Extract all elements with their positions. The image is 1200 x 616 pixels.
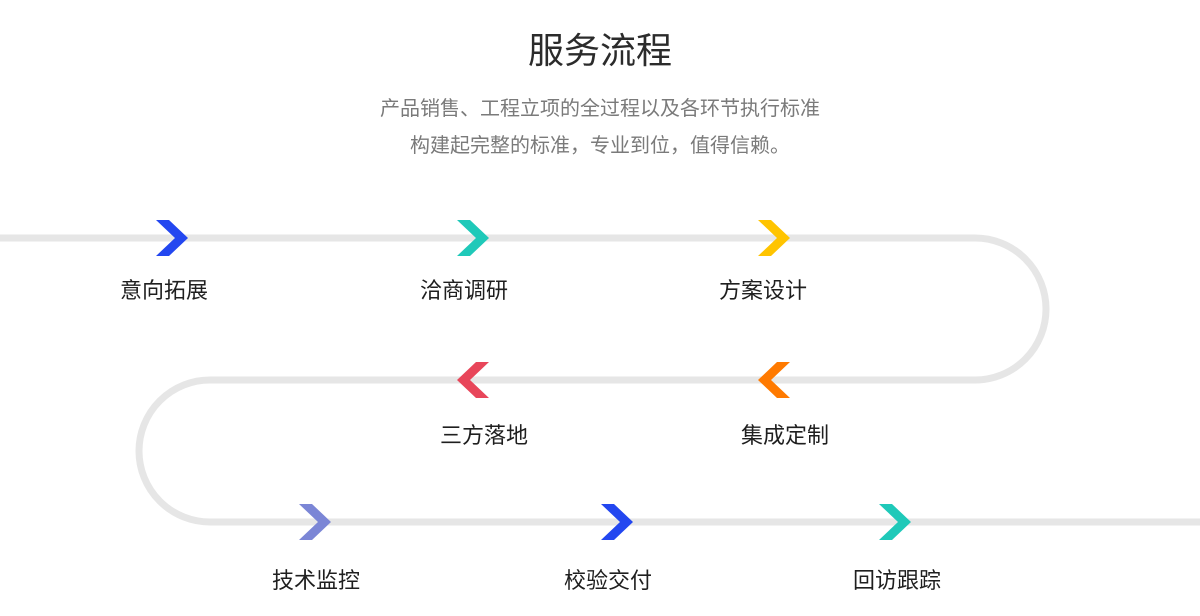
page-title: 服务流程 [527, 31, 672, 72]
step-3-chevron-icon [758, 220, 790, 256]
subtitle-line-2: 构建起完整的标准，专业到位，值得信赖。 [410, 133, 790, 157]
step-label-6: 技术监控 [271, 569, 360, 594]
step-label-8: 回访跟踪 [852, 569, 941, 594]
step-label-1: 意向拓展 [119, 279, 208, 304]
step-8-chevron-icon [879, 504, 911, 540]
step-label-7: 校验交付 [563, 569, 652, 594]
step-label-3: 方案设计 [718, 279, 807, 304]
step-6-chevron-icon [299, 504, 331, 540]
step-5-chevron-icon [457, 362, 489, 398]
step-2-chevron-icon [457, 220, 489, 256]
step-7-chevron-icon [601, 504, 633, 540]
step-4-chevron-icon [758, 362, 790, 398]
step-label-4: 集成定制 [740, 424, 829, 449]
subtitle-line-1: 产品销售、工程立项的全过程以及各环节执行标准 [380, 96, 820, 120]
step-1-chevron-icon [156, 220, 188, 256]
step-label-2: 洽商调研 [419, 279, 508, 304]
flow-track [0, 234, 1200, 526]
step-label-5: 三方落地 [439, 424, 528, 449]
